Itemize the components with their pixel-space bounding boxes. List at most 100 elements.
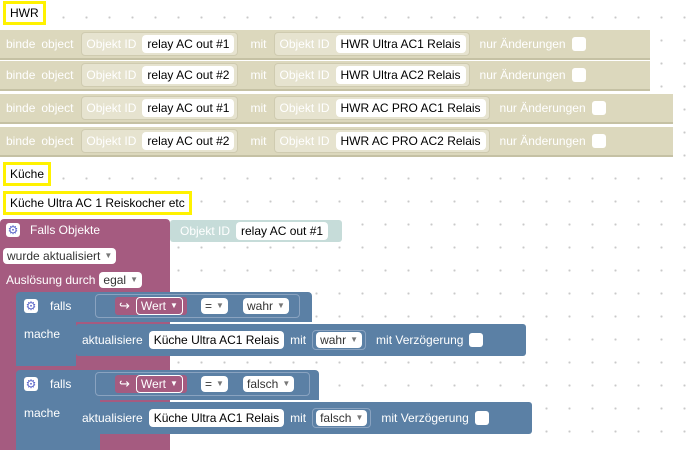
falls-label: falls — [50, 299, 72, 313]
variable-name: Wert — [140, 377, 167, 391]
comment-hwr[interactable]: HWR — [3, 1, 46, 25]
objekt-id-label: Objekt ID — [279, 37, 330, 51]
bind-block-2[interactable]: binde object Objekt ID relay AC out #2 m… — [0, 61, 650, 91]
target-object-value[interactable]: Küche Ultra AC1 Relais — [148, 409, 285, 427]
comment-kueche-ultra[interactable]: Küche Ultra AC 1 Reiskocher etc — [3, 191, 192, 215]
chevron-down-icon: ▼ — [282, 379, 291, 388]
condition-compare-1[interactable]: ↪ Wert▼ =▼ wahr▼ — [95, 294, 300, 318]
return-arrow-icon: ↪ — [119, 298, 130, 313]
operator-dropdown[interactable]: =▼ — [201, 376, 228, 392]
trigger-mode-label: Auslösung durch — [6, 273, 96, 287]
operator-value: = — [205, 299, 213, 313]
mit-label: mit — [290, 411, 307, 425]
condition-compare-2[interactable]: ↪ Wert▼ =▼ falsch▼ — [95, 372, 310, 396]
trigger-object-input[interactable]: Objekt ID relay AC out #1 — [170, 220, 342, 242]
chevron-down-icon: ▼ — [170, 379, 178, 388]
operator-dropdown[interactable]: =▼ — [201, 298, 228, 314]
only-changes-checkbox[interactable] — [571, 68, 586, 82]
source-object-input[interactable]: Objekt ID relay AC out #2 — [81, 129, 239, 153]
condition-value: wurde aktualisiert — [7, 249, 101, 263]
value-slot[interactable]: wahr▼ — [312, 330, 367, 350]
bind-keyword: binde — [6, 101, 36, 115]
objekt-id-label: Objekt ID — [279, 68, 330, 82]
objekt-id-label: Objekt ID — [180, 224, 231, 238]
object-keyword: object — [41, 68, 74, 82]
set-value: falsch — [320, 411, 352, 425]
object-keyword: object — [41, 101, 74, 115]
source-object-value[interactable]: relay AC out #1 — [142, 35, 235, 53]
target-object-value[interactable]: HWR Ultra AC2 Relais — [335, 66, 466, 84]
compare-value: falsch — [247, 377, 279, 391]
chevron-down-icon: ▼ — [355, 413, 364, 422]
trigger-mode-row: Auslösung durch egal▼ — [6, 272, 142, 288]
if-block-1-bottom — [16, 356, 76, 364]
delay-checkbox[interactable] — [474, 411, 489, 425]
mit-label: mit — [290, 333, 307, 347]
only-changes-checkbox[interactable] — [591, 134, 606, 148]
if-block-2-gear[interactable]: ⚙ — [24, 377, 38, 391]
value-slot[interactable]: falsch▼ — [312, 408, 372, 428]
comment-kueche[interactable]: Küche — [3, 162, 52, 186]
object-keyword: object — [41, 134, 74, 148]
condition-dropdown[interactable]: wurde aktualisiert▼ — [3, 248, 117, 264]
chevron-down-icon: ▼ — [216, 379, 224, 388]
trigger-mode-value: egal — [103, 273, 127, 287]
update-action-1[interactable]: aktualisiere Küche Ultra AC1 Relais mit … — [76, 324, 526, 356]
gear-icon[interactable]: ⚙ — [24, 299, 38, 313]
delay-checkbox[interactable] — [469, 333, 484, 347]
bind-keyword: binde — [6, 37, 36, 51]
source-object-value[interactable]: relay AC out #2 — [142, 132, 235, 150]
target-object-input[interactable]: Objekt ID HWR Ultra AC1 Relais — [274, 32, 470, 56]
object-keyword: object — [41, 37, 74, 51]
mache-label: mache — [24, 406, 61, 420]
bind-keyword: binde — [6, 68, 36, 82]
only-changes-label: nur Änderungen — [499, 101, 586, 115]
target-object-input[interactable]: Objekt ID HWR Ultra AC2 Relais — [274, 63, 470, 87]
objekt-id-label: Objekt ID — [86, 37, 137, 51]
source-object-value[interactable]: relay AC out #1 — [142, 99, 235, 117]
source-object-input[interactable]: Objekt ID relay AC out #1 — [81, 96, 239, 120]
trigger-object-value[interactable]: relay AC out #1 — [236, 222, 329, 240]
operator-value: = — [205, 377, 213, 391]
update-action-2[interactable]: aktualisiere Küche Ultra AC1 Relais mit … — [76, 402, 532, 434]
target-object-value[interactable]: HWR AC PRO AC2 Relais — [335, 132, 486, 150]
bind-keyword: binde — [6, 134, 36, 148]
bind-block-1[interactable]: binde object Objekt ID relay AC out #1 m… — [0, 30, 650, 60]
delay-label: mit Verzögerung — [381, 411, 469, 425]
source-object-value[interactable]: relay AC out #2 — [142, 66, 235, 84]
gear-icon[interactable]: ⚙ — [6, 223, 20, 237]
variable-wert[interactable]: ↪ Wert▼ — [115, 297, 187, 315]
objekt-id-label: Objekt ID — [279, 134, 330, 148]
source-object-input[interactable]: Objekt ID relay AC out #2 — [81, 63, 239, 87]
bind-block-3[interactable]: binde object Objekt ID relay AC out #1 m… — [0, 94, 673, 124]
only-changes-label: nur Änderungen — [479, 68, 566, 82]
objekt-id-label: Objekt ID — [86, 68, 137, 82]
set-value: wahr — [320, 333, 347, 347]
trigger-mode-dropdown[interactable]: egal▼ — [99, 272, 142, 288]
bind-block-4[interactable]: binde object Objekt ID relay AC out #2 m… — [0, 127, 673, 157]
chevron-down-icon: ▼ — [104, 251, 113, 260]
target-object-input[interactable]: Objekt ID HWR AC PRO AC1 Relais — [274, 96, 490, 120]
target-object-value[interactable]: Küche Ultra AC1 Relais — [148, 331, 285, 349]
source-object-input[interactable]: Objekt ID relay AC out #1 — [81, 32, 239, 56]
chevron-down-icon: ▼ — [277, 301, 285, 310]
chevron-down-icon: ▼ — [216, 301, 224, 310]
compare-value-dropdown[interactable]: falsch▼ — [243, 376, 295, 392]
only-changes-checkbox[interactable] — [571, 37, 586, 51]
variable-wert[interactable]: ↪ Wert▼ — [115, 375, 187, 393]
trigger-header[interactable]: ⚙ Falls Objekte — [6, 223, 100, 237]
target-object-input[interactable]: Objekt ID HWR AC PRO AC2 Relais — [274, 129, 490, 153]
compare-value-dropdown[interactable]: wahr▼ — [243, 298, 289, 314]
only-changes-label: nur Änderungen — [499, 134, 586, 148]
gear-icon[interactable]: ⚙ — [24, 377, 38, 391]
target-object-value[interactable]: HWR Ultra AC1 Relais — [335, 35, 466, 53]
variable-name: Wert — [140, 299, 167, 313]
only-changes-checkbox[interactable] — [591, 101, 606, 115]
action-label: aktualisiere — [82, 411, 143, 425]
chevron-down-icon: ▼ — [350, 335, 359, 344]
only-changes-label: nur Änderungen — [479, 37, 566, 51]
chevron-down-icon: ▼ — [170, 301, 178, 310]
target-object-value[interactable]: HWR AC PRO AC1 Relais — [335, 99, 486, 117]
if-block-1-gear[interactable]: ⚙ — [24, 299, 38, 313]
chevron-down-icon: ▼ — [130, 275, 138, 284]
